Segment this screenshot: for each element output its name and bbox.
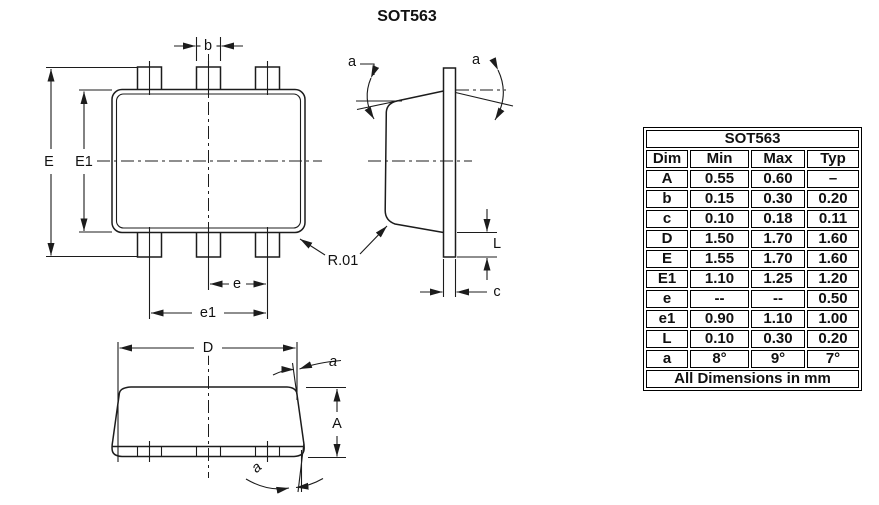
drawing-title: SOT563 xyxy=(377,8,437,25)
front-view xyxy=(111,342,346,494)
table-footer-row: All Dimensions in mm xyxy=(646,370,859,388)
cell-max: 0.60 xyxy=(751,170,805,188)
radius-label-R01: R.01 xyxy=(327,252,359,269)
table-row: e -- -- 0.50 xyxy=(646,290,859,308)
dim-label-E1: E1 xyxy=(74,153,94,170)
cell-max: 0.30 xyxy=(751,330,805,348)
table-row: L 0.10 0.30 0.20 xyxy=(646,330,859,348)
cell-dim: b xyxy=(646,190,688,208)
cell-dim: D xyxy=(646,230,688,248)
table-title: SOT563 xyxy=(646,130,859,148)
cell-max: -- xyxy=(751,290,805,308)
cell-min: 0.90 xyxy=(690,310,749,328)
cell-typ: 0.20 xyxy=(807,190,859,208)
top-view xyxy=(46,37,388,319)
cell-dim: e1 xyxy=(646,310,688,328)
col-header-min: Min xyxy=(690,150,749,168)
table-row: a 8° 9° 7° xyxy=(646,350,859,368)
table-row: c 0.10 0.18 0.11 xyxy=(646,210,859,228)
cell-typ: 1.20 xyxy=(807,270,859,288)
cell-typ: 0.20 xyxy=(807,330,859,348)
cell-max: 1.70 xyxy=(751,230,805,248)
cell-typ: 0.50 xyxy=(807,290,859,308)
cell-min: 1.55 xyxy=(690,250,749,268)
cell-typ: 0.11 xyxy=(807,210,859,228)
col-header-dim: Dim xyxy=(646,150,688,168)
dim-label-c: c xyxy=(493,283,501,300)
cell-dim: E1 xyxy=(646,270,688,288)
cell-typ: 1.60 xyxy=(807,230,859,248)
dim-label-D: D xyxy=(201,339,215,356)
table-row: b 0.15 0.30 0.20 xyxy=(646,190,859,208)
cell-dim: e xyxy=(646,290,688,308)
table-row: E 1.55 1.70 1.60 xyxy=(646,250,859,268)
cell-max: 9° xyxy=(751,350,805,368)
cell-min: 8° xyxy=(690,350,749,368)
table-header-row: Dim Min Max Typ xyxy=(646,150,859,168)
cell-max: 0.18 xyxy=(751,210,805,228)
dim-label-L: L xyxy=(491,235,503,252)
angle-label-a-front-top: a xyxy=(328,353,338,370)
cell-max: 1.70 xyxy=(751,250,805,268)
cell-typ: – xyxy=(807,170,859,188)
angle-label-a-left: a xyxy=(347,53,357,70)
cell-min: 1.50 xyxy=(690,230,749,248)
cell-max: 1.25 xyxy=(751,270,805,288)
table-row: D 1.50 1.70 1.60 xyxy=(646,230,859,248)
cell-min: 0.15 xyxy=(690,190,749,208)
cell-dim: E xyxy=(646,250,688,268)
cell-typ: 1.00 xyxy=(807,310,859,328)
dim-label-e1: e1 xyxy=(198,304,218,321)
cell-dim: A xyxy=(646,170,688,188)
cell-min: 0.55 xyxy=(690,170,749,188)
cell-dim: c xyxy=(646,210,688,228)
table-title-row: SOT563 xyxy=(646,130,859,148)
cell-dim: a xyxy=(646,350,688,368)
table-footer: All Dimensions in mm xyxy=(646,370,859,388)
col-header-typ: Typ xyxy=(807,150,859,168)
dim-label-A: A xyxy=(331,415,343,432)
cell-min: 0.10 xyxy=(690,210,749,228)
cell-max: 1.10 xyxy=(751,310,805,328)
dimensions-table: SOT563 Dim Min Max Typ A 0.55 0.60 – b 0… xyxy=(643,127,862,391)
dim-label-b: b xyxy=(202,37,214,54)
table-row: A 0.55 0.60 – xyxy=(646,170,859,188)
table-row: e1 0.90 1.10 1.00 xyxy=(646,310,859,328)
dim-label-e: e xyxy=(231,275,243,292)
col-header-max: Max xyxy=(751,150,805,168)
angle-label-a-right: a xyxy=(471,51,481,68)
cell-max: 0.30 xyxy=(751,190,805,208)
cell-typ: 1.60 xyxy=(807,250,859,268)
cell-min: -- xyxy=(690,290,749,308)
cell-min: 1.10 xyxy=(690,270,749,288)
cell-dim: L xyxy=(646,330,688,348)
dim-label-E: E xyxy=(43,153,55,170)
cell-typ: 7° xyxy=(807,350,859,368)
table-row: E1 1.10 1.25 1.20 xyxy=(646,270,859,288)
cell-min: 0.10 xyxy=(690,330,749,348)
side-view xyxy=(356,57,514,297)
